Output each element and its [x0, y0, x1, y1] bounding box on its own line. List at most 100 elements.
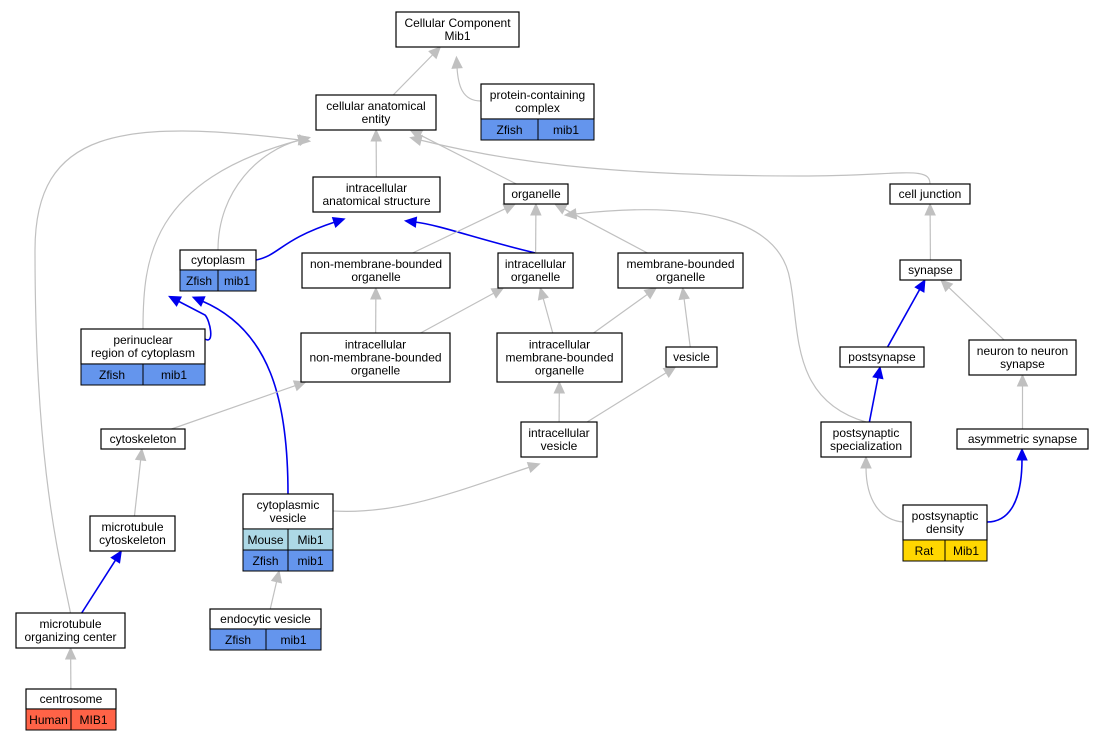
term-box [89, 515, 176, 552]
edge-line [133, 458, 142, 517]
term-node-postsyn[interactable]: postsynapse [839, 346, 925, 368]
term-box [312, 176, 441, 213]
term-label: microtubule [101, 520, 163, 534]
edge-n2n-to-syn [940, 279, 1005, 341]
term-node-inmbo[interactable]: intracellularnon-membrane-boundedorganel… [300, 332, 451, 383]
cell-background [70, 708, 117, 731]
term-box [503, 183, 569, 205]
term-label: protein-containing [490, 88, 585, 102]
arrowhead [860, 455, 872, 469]
edge-cv-to-iv [332, 461, 541, 513]
term-label: vesicle [541, 439, 578, 453]
term-label: organelle [351, 364, 401, 378]
edge-psd-to-asyn [986, 447, 1028, 523]
term-label: intracellular [528, 426, 589, 440]
annotation-gene-cell: MIB1 [70, 708, 117, 731]
edge-io-to-ias [403, 216, 536, 254]
term-label: postsynaptic [912, 509, 979, 523]
edge-cv-to-cyto [191, 296, 289, 495]
edge-postsyn-to-syn [886, 278, 926, 348]
edge-line [255, 221, 336, 261]
term-label: organelle [511, 270, 561, 284]
arrowhead [914, 278, 926, 293]
arrowhead [1016, 447, 1028, 461]
edge-csk-to-inmbo [171, 380, 307, 430]
edge-cj-to-cae [409, 134, 931, 185]
arrowhead [643, 287, 658, 300]
edge-line [542, 297, 554, 334]
term-label: postsynaptic [833, 426, 900, 440]
term-node-syn[interactable]: synapse [899, 259, 962, 281]
edge-pcc-to-root [451, 55, 482, 102]
term-box [300, 332, 451, 383]
term-label: intracellular [505, 257, 566, 271]
annotation-gene-text: Mib1 [297, 533, 323, 547]
edge-line [171, 384, 297, 430]
term-label: organelle [656, 270, 706, 284]
edge-line [142, 139, 301, 330]
term-node-asyn[interactable]: asymmetric synapse [956, 428, 1089, 450]
term-label: Mib1 [444, 29, 470, 43]
arrowhead [490, 287, 505, 299]
annotation-gene-text: mib1 [280, 633, 306, 647]
term-node-cj[interactable]: cell junction [889, 183, 971, 205]
annotation-species-cell: Human [25, 708, 72, 731]
annotation-gene-text: mib1 [297, 554, 323, 568]
edge-line [420, 292, 495, 334]
annotation-gene-cell: mib1 [265, 628, 322, 651]
edge-line [563, 208, 648, 254]
edge-ves-to-mbo [678, 286, 691, 348]
term-node-ves[interactable]: vesicle [665, 346, 718, 368]
annotation-species-cell: Rat [902, 539, 946, 562]
edge-line [419, 139, 931, 185]
arrowhead [428, 46, 442, 60]
annotation-gene-cell: mib1 [142, 363, 206, 386]
term-label: non-membrane-bounded [310, 257, 442, 271]
term-box [902, 504, 988, 541]
term-box [899, 259, 962, 281]
edge-line [81, 558, 117, 614]
term-box [315, 94, 437, 131]
edge-iv-to-imbo [553, 380, 566, 423]
term-node-org[interactable]: organelle [503, 183, 569, 205]
term-label: cytoskeleton [99, 533, 166, 547]
annotation-gene-text: Mib1 [953, 544, 979, 558]
term-node-csk[interactable]: cytoskeleton [100, 428, 186, 450]
annotation-gene-cell: Mib1 [287, 528, 334, 551]
term-label: synapse [1000, 357, 1045, 371]
term-label: membrane-bounded [505, 351, 613, 365]
edges-layer [34, 46, 1029, 690]
edge-cae-to-root [392, 46, 442, 96]
arrowhead [872, 365, 884, 380]
annotation-species-cell: Zfish [80, 363, 144, 386]
edge-syn-to-cj [924, 202, 936, 261]
term-label: membrane-bounded [626, 257, 734, 271]
arrowhead [940, 279, 954, 293]
term-label: entity [362, 112, 391, 126]
annotation-species-cell: Zfish [209, 628, 267, 651]
annotation-gene-cell: mib1 [217, 269, 257, 292]
edge-mtc-to-csk [133, 447, 147, 517]
edge-ias-to-cae [370, 128, 382, 178]
